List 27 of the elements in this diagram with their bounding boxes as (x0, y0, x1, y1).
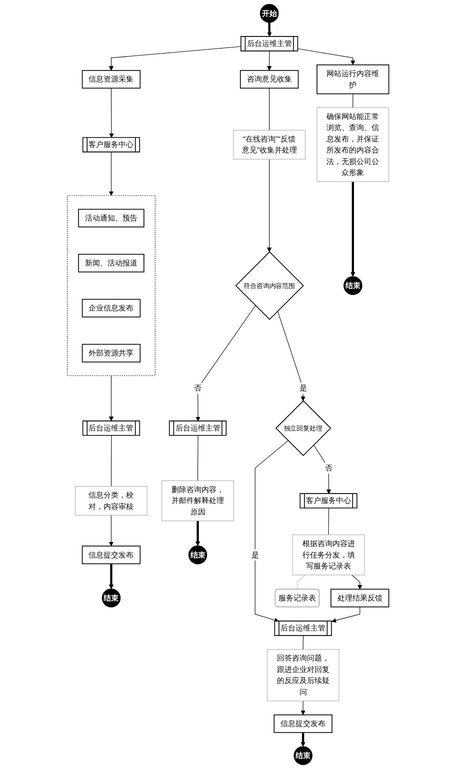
connector (353, 94, 354, 108)
arrow (298, 48, 356, 66)
arrow (196, 305, 256, 422)
connector (303, 636, 304, 650)
arrow (109, 375, 114, 422)
connector (328, 508, 330, 536)
arrow (255, 440, 289, 622)
arrow (267, 158, 272, 252)
arrow (109, 46, 242, 71)
arrow (109, 514, 114, 546)
arrow (109, 152, 114, 196)
connector (198, 435, 199, 481)
connector (111, 435, 112, 487)
arrow (110, 88, 114, 138)
arrow (301, 700, 306, 716)
arrow (351, 182, 356, 277)
arrow (301, 732, 306, 747)
arrow (109, 564, 114, 590)
arrow (314, 444, 332, 494)
arrow (278, 310, 306, 402)
arrow (268, 22, 272, 37)
arrow (332, 606, 361, 623)
arrow (196, 520, 201, 546)
cluster (67, 195, 156, 376)
arrow (267, 50, 272, 71)
connector (297, 574, 306, 590)
arrow (352, 574, 363, 590)
